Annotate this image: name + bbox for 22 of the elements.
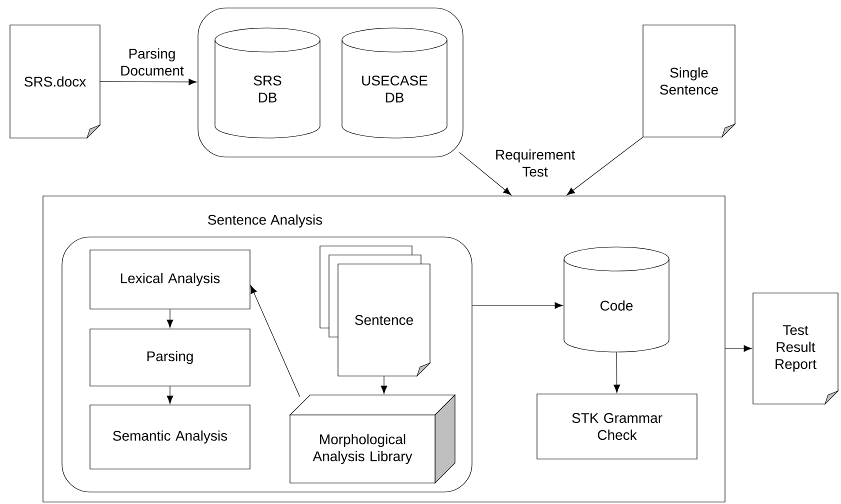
document-stack: Sentence [320, 246, 430, 376]
arrow [459, 152, 512, 196]
arrow [250, 285, 300, 398]
arrow [725, 345, 752, 352]
arrow [614, 352, 620, 393]
process-box: Lexical Analysis [90, 250, 250, 310]
rounded-box [62, 236, 472, 492]
process-box: Parsing [90, 328, 250, 386]
edge-label: Requirement Test [494, 148, 576, 178]
edge-label: Parsing Document [111, 47, 193, 77]
database-cylinder: USECASE DB [342, 28, 448, 138]
arrow [566, 136, 644, 196]
process-box: STK Grammar Check [536, 394, 698, 460]
arrow [166, 386, 174, 404]
arrow [472, 302, 563, 309]
database-cylinder: SRS DB [214, 28, 320, 138]
arrow [100, 78, 197, 86]
arrow [166, 309, 174, 328]
rounded-box [198, 8, 464, 158]
database-cylinder: Code [564, 246, 670, 352]
arrow [380, 376, 388, 394]
process-box: Semantic Analysis [90, 404, 250, 470]
